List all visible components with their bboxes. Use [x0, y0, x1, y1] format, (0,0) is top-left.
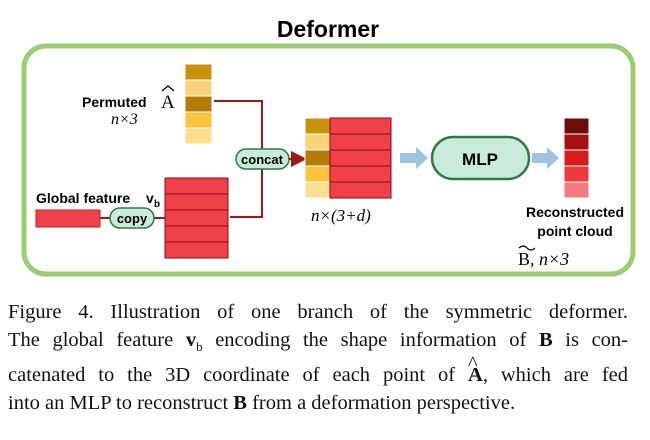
concat-dims: n×(3+d): [311, 206, 371, 225]
permuted-a-column: [184, 63, 213, 145]
feature-row: [164, 241, 229, 259]
concat-coord-cell: [304, 149, 331, 167]
permuted-dims: n×3: [111, 111, 138, 128]
matrix-to-concat-line: [230, 168, 263, 218]
concat-coord-cell: [304, 181, 331, 199]
mlp-label: MLP: [462, 150, 498, 169]
reconstructed-point-cloud: [563, 117, 590, 199]
feature-row: [164, 193, 229, 211]
output-label-line2: point cloud: [537, 223, 612, 239]
concat-coord-cell: [304, 117, 331, 135]
output-cell: [563, 149, 590, 167]
caption-line-1: Figure 4. Illustration of one branch of …: [8, 301, 628, 323]
concat-feature-cell: [329, 133, 392, 151]
permuted-label: Permuted: [82, 94, 147, 110]
feature-row: [164, 209, 229, 227]
output-label-line1: Reconstructed: [526, 204, 624, 220]
replicated-feature-matrix: [164, 177, 229, 259]
mlp-block: [430, 135, 531, 181]
concat-feature-cell: [329, 117, 392, 135]
figure-caption: Figure 4. Illustration of one branch of …: [8, 298, 628, 417]
output-cell: [563, 181, 590, 199]
concat-coord-cell: [304, 165, 331, 183]
permuted-cell: [184, 95, 213, 113]
feature-row: [164, 177, 229, 195]
mlp-to-output-arrow: [532, 147, 559, 169]
copy-label: copy: [117, 211, 148, 226]
output-cell: [563, 117, 590, 135]
concatenated-matrix: [304, 117, 392, 199]
caption-line-2: The global feature vb encoding the shape…: [8, 329, 628, 355]
permuted-cell: [184, 111, 213, 129]
output-cell: [563, 133, 590, 151]
permuted-cell: [184, 63, 213, 81]
caption-line-4: into an MLP to reconstruct B from a defo…: [8, 392, 516, 415]
permuted-symbol: A: [161, 92, 175, 113]
global-feature-subscript: b: [154, 199, 160, 210]
caption-hat-icon: ^: [468, 353, 478, 376]
feature-row: [164, 225, 229, 243]
tilde-accent-icon: [518, 245, 536, 251]
concat-feature-cell: [329, 165, 392, 183]
output-cell: [563, 165, 590, 183]
caption-line-3: catenated to the 3D coordinate of each p…: [8, 353, 628, 389]
global-feature-symbol: v: [146, 190, 154, 206]
concat-coord-cell: [304, 133, 331, 151]
global-feature-label: Global feature: [36, 190, 130, 206]
hat-accent-icon: [161, 85, 175, 92]
permuted-to-concat-line: [214, 100, 263, 150]
global-feature-vector: [35, 209, 101, 228]
matrix-to-mlp-arrow: [400, 147, 428, 169]
permuted-cell: [184, 79, 213, 97]
output-symbol: B, n×3: [518, 249, 569, 269]
concat-feature-cell: [329, 149, 392, 167]
permuted-cell: [184, 127, 213, 145]
concat-label: concat: [241, 152, 284, 167]
concat-feature-cell: [329, 181, 392, 199]
deformer-diagram: Deformer Permuted A n×3 Global feature v…: [21, 16, 636, 277]
diagram-title: Deformer: [277, 16, 379, 42]
